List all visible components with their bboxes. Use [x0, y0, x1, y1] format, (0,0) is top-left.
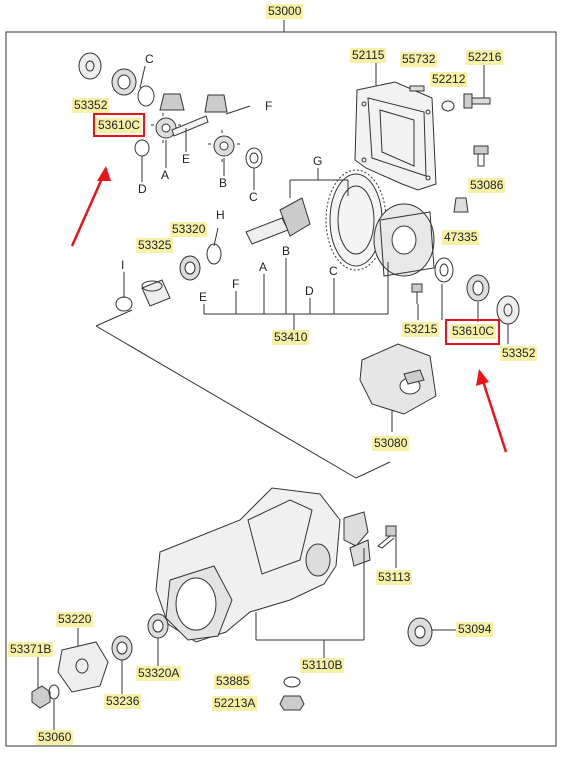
- part-53113-bracket: [343, 511, 371, 567]
- label-53080[interactable]: 53080: [372, 436, 410, 451]
- label-53320a[interactable]: 53320A: [136, 666, 182, 681]
- diagram-frame: [5, 31, 557, 747]
- label-53352-right[interactable]: 53352: [500, 346, 538, 361]
- callout-f-mid: F: [231, 277, 241, 291]
- callout-c-right: C: [328, 264, 339, 278]
- label-52115[interactable]: 52115: [350, 48, 387, 63]
- part-53094-cap: [407, 617, 433, 647]
- highlight-box-left: [93, 113, 145, 137]
- label-53320[interactable]: 53320: [170, 222, 208, 237]
- label-52216[interactable]: 52216: [466, 50, 504, 65]
- part-53086-bolt: [473, 145, 489, 167]
- part-c-right-washer: [434, 257, 454, 283]
- part-53236-seal: [111, 635, 133, 661]
- label-53000[interactable]: 53000: [266, 4, 304, 19]
- part-d-top-washer: [134, 139, 150, 157]
- label-53371b[interactable]: 53371B: [8, 642, 54, 657]
- label-53352-left[interactable]: 53352: [72, 98, 110, 113]
- callout-c-mid: C: [248, 190, 259, 204]
- label-53220[interactable]: 53220: [56, 612, 94, 627]
- part-diff-case: [373, 203, 435, 277]
- label-52212[interactable]: 52212: [430, 72, 468, 87]
- callout-a-top: A: [160, 168, 171, 182]
- part-53080-diff-assy: [359, 343, 437, 415]
- part-52212-washer: [441, 100, 455, 112]
- part-spider-gear-right: [204, 94, 228, 113]
- part-53610c-right-seal: [466, 274, 490, 302]
- part-53352-right-washer: [496, 295, 520, 325]
- part-53060-washer: [48, 684, 60, 700]
- label-53610c-left[interactable]: 53610C: [96, 118, 143, 133]
- label-53885[interactable]: 53885: [214, 674, 252, 689]
- callout-d-top: D: [137, 182, 148, 196]
- part-axle-housing: [155, 487, 341, 643]
- part-i-snap-ring: [115, 296, 133, 312]
- callout-b-mid: B: [281, 244, 292, 258]
- part-drive-pinion: [245, 197, 311, 245]
- arrow-right: [480, 377, 508, 453]
- callout-e-mid: E: [198, 290, 209, 304]
- label-53094[interactable]: 53094: [456, 622, 494, 637]
- part-55732-pin: [409, 85, 425, 92]
- part-spider-gear-top: [159, 93, 185, 111]
- part-53215-bolt: [411, 283, 423, 304]
- part-c-top-washer: [137, 85, 155, 107]
- part-47335-breather: [453, 197, 469, 213]
- part-53371b-nut: [31, 685, 51, 709]
- part-shaft-e: [171, 115, 209, 137]
- callout-d-mid: D: [304, 284, 315, 298]
- part-53320-bearing: [179, 255, 201, 281]
- label-53410[interactable]: 53410: [272, 330, 310, 345]
- label-53215[interactable]: 53215: [402, 322, 440, 337]
- label-53060[interactable]: 53060: [36, 730, 74, 745]
- part-52213a-nut: [279, 695, 305, 711]
- part-53885-washer: [283, 676, 301, 688]
- part-53610c-left-seal: [111, 68, 137, 96]
- label-53236[interactable]: 53236: [104, 694, 142, 709]
- part-c-thrust-washer: [245, 147, 263, 169]
- highlight-box-right: [445, 319, 500, 345]
- callout-e-top: E: [181, 152, 192, 166]
- part-53325-spacer: [141, 279, 171, 307]
- part-52115-cover: [354, 81, 437, 191]
- callout-h: H: [215, 208, 226, 222]
- part-53352-left-washer: [78, 52, 102, 80]
- part-53220-flange: [57, 641, 109, 693]
- callout-b-top: B: [218, 176, 229, 190]
- label-53086[interactable]: 53086: [468, 178, 506, 193]
- part-h-shim: [206, 243, 222, 265]
- part-53113-bolt: [377, 525, 397, 549]
- label-53110b[interactable]: 53110B: [300, 658, 345, 673]
- label-52213a[interactable]: 52213A: [212, 696, 258, 711]
- label-53113[interactable]: 53113: [376, 570, 413, 585]
- callout-a-mid: A: [258, 260, 269, 274]
- label-47335[interactable]: 47335: [442, 230, 480, 245]
- part-side-gear-b: [208, 130, 240, 162]
- label-55732[interactable]: 55732: [400, 52, 438, 67]
- arrow-left: [70, 173, 106, 247]
- label-53325[interactable]: 53325: [136, 238, 174, 253]
- label-53610c-right[interactable]: 53610C: [450, 324, 497, 339]
- part-53320a-bearing: [147, 613, 169, 639]
- callout-c-top: C: [144, 52, 155, 66]
- callout-i: I: [120, 258, 126, 272]
- callout-g: G: [312, 154, 324, 168]
- part-52216-bolt: [463, 93, 491, 109]
- callout-f-top: F: [264, 99, 274, 113]
